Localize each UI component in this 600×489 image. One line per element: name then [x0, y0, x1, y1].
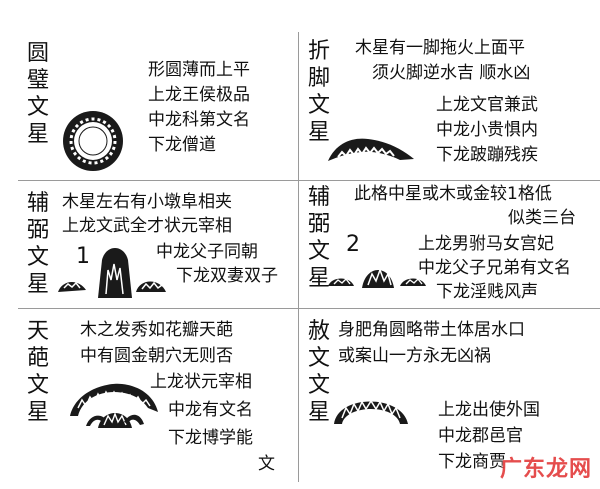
flanked-mountain-figure: [58, 248, 166, 298]
cell-line: 文: [258, 454, 275, 474]
cell-line: 下龙商贾: [438, 452, 506, 472]
cell-line: 下龙僧道: [148, 135, 216, 155]
cell-line: 下龙双妻双子: [176, 266, 278, 286]
cell-line: 中龙父子兄弟有文名: [418, 258, 571, 278]
cell-line: 上龙状元宰相: [150, 372, 252, 392]
cell-title: 圆璧文星: [26, 41, 49, 147]
divider-horizontal-1: [18, 180, 600, 181]
cell-line: 中龙父子同朝: [156, 242, 258, 262]
watermark-logo: 广东龙网: [499, 457, 592, 482]
divider-horizontal-2: [18, 308, 600, 309]
cell-line: 木星有一脚拖火上面平: [355, 38, 525, 58]
cell-line: 下龙博学能: [168, 428, 253, 448]
cell-line: 上龙出使外国: [438, 400, 540, 420]
cell-line: 下龙淫贱风声: [436, 282, 538, 302]
cell-line: 下龙跛蹦残疾: [436, 145, 538, 165]
cell-line: 中有圆金朝穴无则否: [80, 346, 233, 366]
cell-line: 中龙有文名: [168, 400, 253, 420]
cell-line: 上龙文官兼武: [436, 95, 538, 115]
divider-vertical: [298, 32, 299, 482]
cell-title: 折脚文星: [307, 39, 330, 145]
cell-title: 赦文文星: [307, 319, 330, 425]
cell-line: 木之发秀如花瓣天葩: [80, 320, 233, 340]
cell-line: 中龙科第文名: [148, 110, 250, 130]
cell-line: 中龙郡邑官: [438, 426, 523, 446]
cell-line: 形圆薄而上平: [148, 60, 250, 80]
cell-line: 上龙文武全才状元宰相: [62, 216, 232, 236]
cell-line: 似类三台: [508, 208, 576, 228]
cell-line: 此格中星或木或金较1格低: [354, 184, 552, 204]
cell-title: 辅弼文星: [307, 185, 330, 291]
flower-petal-mountain-figure: [70, 383, 158, 428]
cell-line: 木星左右有小墩阜相夹: [62, 192, 232, 212]
cell-title: 天葩文星: [26, 319, 49, 425]
cell-line: 身肥角圆略带土体居水口: [338, 320, 525, 340]
figure-number: 1: [76, 244, 90, 269]
cell-line: 上龙王侯极品: [148, 85, 250, 105]
ring-mountain-figure: [63, 111, 123, 171]
cell-line: 中龙小贵惧内: [436, 120, 538, 140]
cell-line: 上龙男驸马女宫妃: [418, 234, 554, 254]
dome-mountain-figure: [334, 399, 408, 424]
figure-number: 2: [346, 232, 360, 257]
cell-title: 辅弼文星: [26, 191, 49, 297]
cell-line: 须火脚逆水吉 顺水凶: [372, 63, 531, 83]
cell-line: 或案山一方永无凶祸: [338, 346, 491, 366]
three-terrace-mountain-figure: [328, 267, 426, 288]
bent-foot-mountain-figure: [328, 138, 414, 161]
